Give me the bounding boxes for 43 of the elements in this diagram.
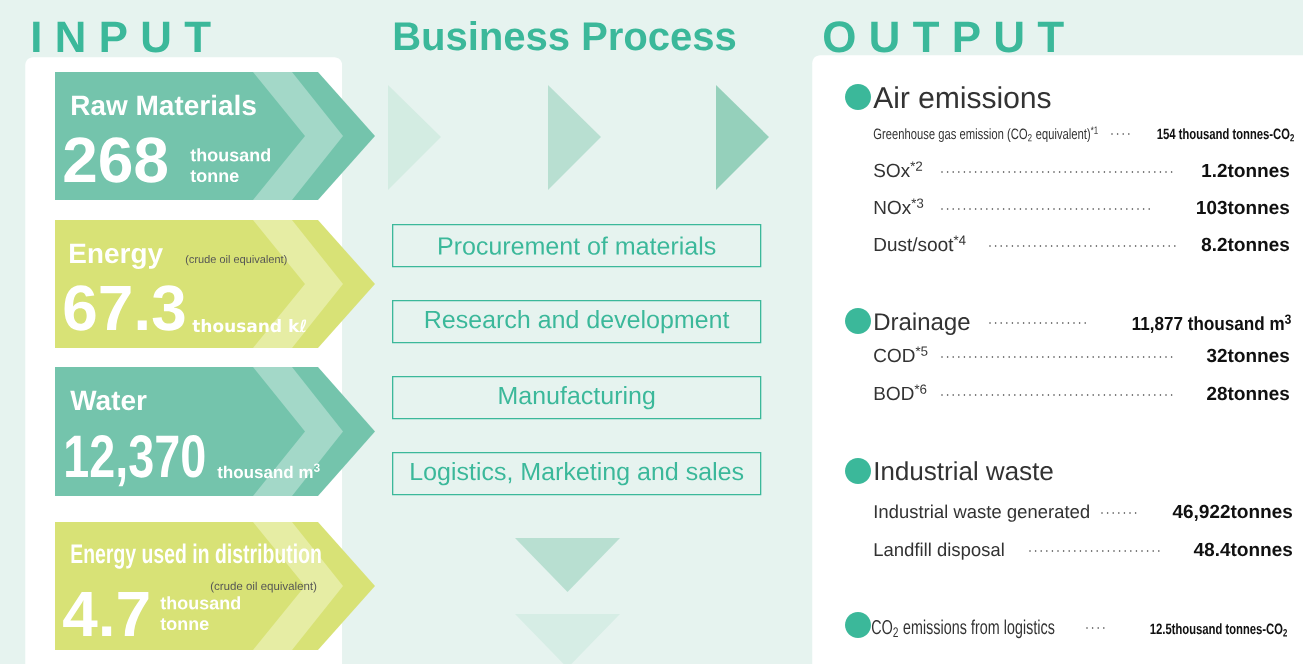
- arrow-title: Energy: [70, 243, 163, 269]
- category-heading: Industrial waste: [875, 461, 1053, 481]
- item-label: SOx$^{*2}$: [874, 161, 923, 178]
- item-value: 32tonnes: [1206, 348, 1290, 363]
- item-label: Dust/soot$^{*4}$: [874, 235, 966, 252]
- item-value: 48.4tonnes: [1193, 542, 1293, 557]
- arrow-title: Water: [70, 390, 147, 411]
- panel-heading: O U T P U T: [824, 21, 1064, 53]
- item-value: 1.2tonnes: [1202, 163, 1290, 178]
- item-label: NOx$^{*3}$: [874, 198, 924, 215]
- big-number: 268: [64, 137, 167, 183]
- item-value: 154 thousand tonnes-CO$_{2}$: [1157, 128, 1294, 142]
- big-number: 12,370: [66, 435, 205, 487]
- panel-heading: I N P U T: [33, 21, 211, 53]
- category-heading: Drainage: [875, 312, 970, 335]
- item-label: COD$^{*5}$: [874, 346, 928, 363]
- item-label: BOD$^{*6}$: [874, 384, 927, 401]
- category-heading: CO$_{2}$ emissions from logistics: [871, 619, 1055, 639]
- item-value: 12.5thousand tonnes-CO$_{2}$: [1150, 623, 1287, 637]
- process-box: Manufacturing: [392, 376, 762, 420]
- category-heading: Air emissions: [873, 86, 1051, 109]
- unit-label: thousand m$^{3}$: [217, 463, 320, 479]
- item-value: 8.2tonnes: [1201, 237, 1290, 252]
- process-box: Research and development: [392, 300, 762, 344]
- process-box: Procurement of materials: [392, 224, 762, 268]
- unit-label: thousand tonne: [190, 148, 270, 183]
- section-title: Business Process: [394, 21, 736, 51]
- item-value: 11,877 thousand m$^{3}$: [1132, 314, 1291, 333]
- big-number: 67.3: [64, 285, 185, 331]
- arrow-title: Energy used in distribution: [71, 543, 321, 569]
- item-label: Industrial waste generated: [874, 504, 1089, 522]
- arrow-note: (crude oil equivalent): [185, 255, 287, 266]
- big-number: 4.7: [63, 591, 149, 636]
- item-value: 28tonnes: [1207, 386, 1290, 401]
- item-label: Greenhouse gas emission (CO$_{2}$ equivalent)$^{*1}$: [873, 126, 1098, 143]
- item-label: Landfill disposal: [874, 542, 1004, 560]
- unit-label: thousand kℓ: [192, 319, 307, 333]
- process-box: Logistics, Marketing and sales: [392, 452, 762, 496]
- item-value: 103tonnes: [1197, 200, 1290, 215]
- arrow-note: (crude oil equivalent): [210, 581, 317, 593]
- item-value: 46,922tonnes: [1172, 504, 1293, 521]
- arrow-title: Raw Materials: [72, 94, 256, 116]
- unit-label: thousand tonne: [160, 596, 240, 631]
